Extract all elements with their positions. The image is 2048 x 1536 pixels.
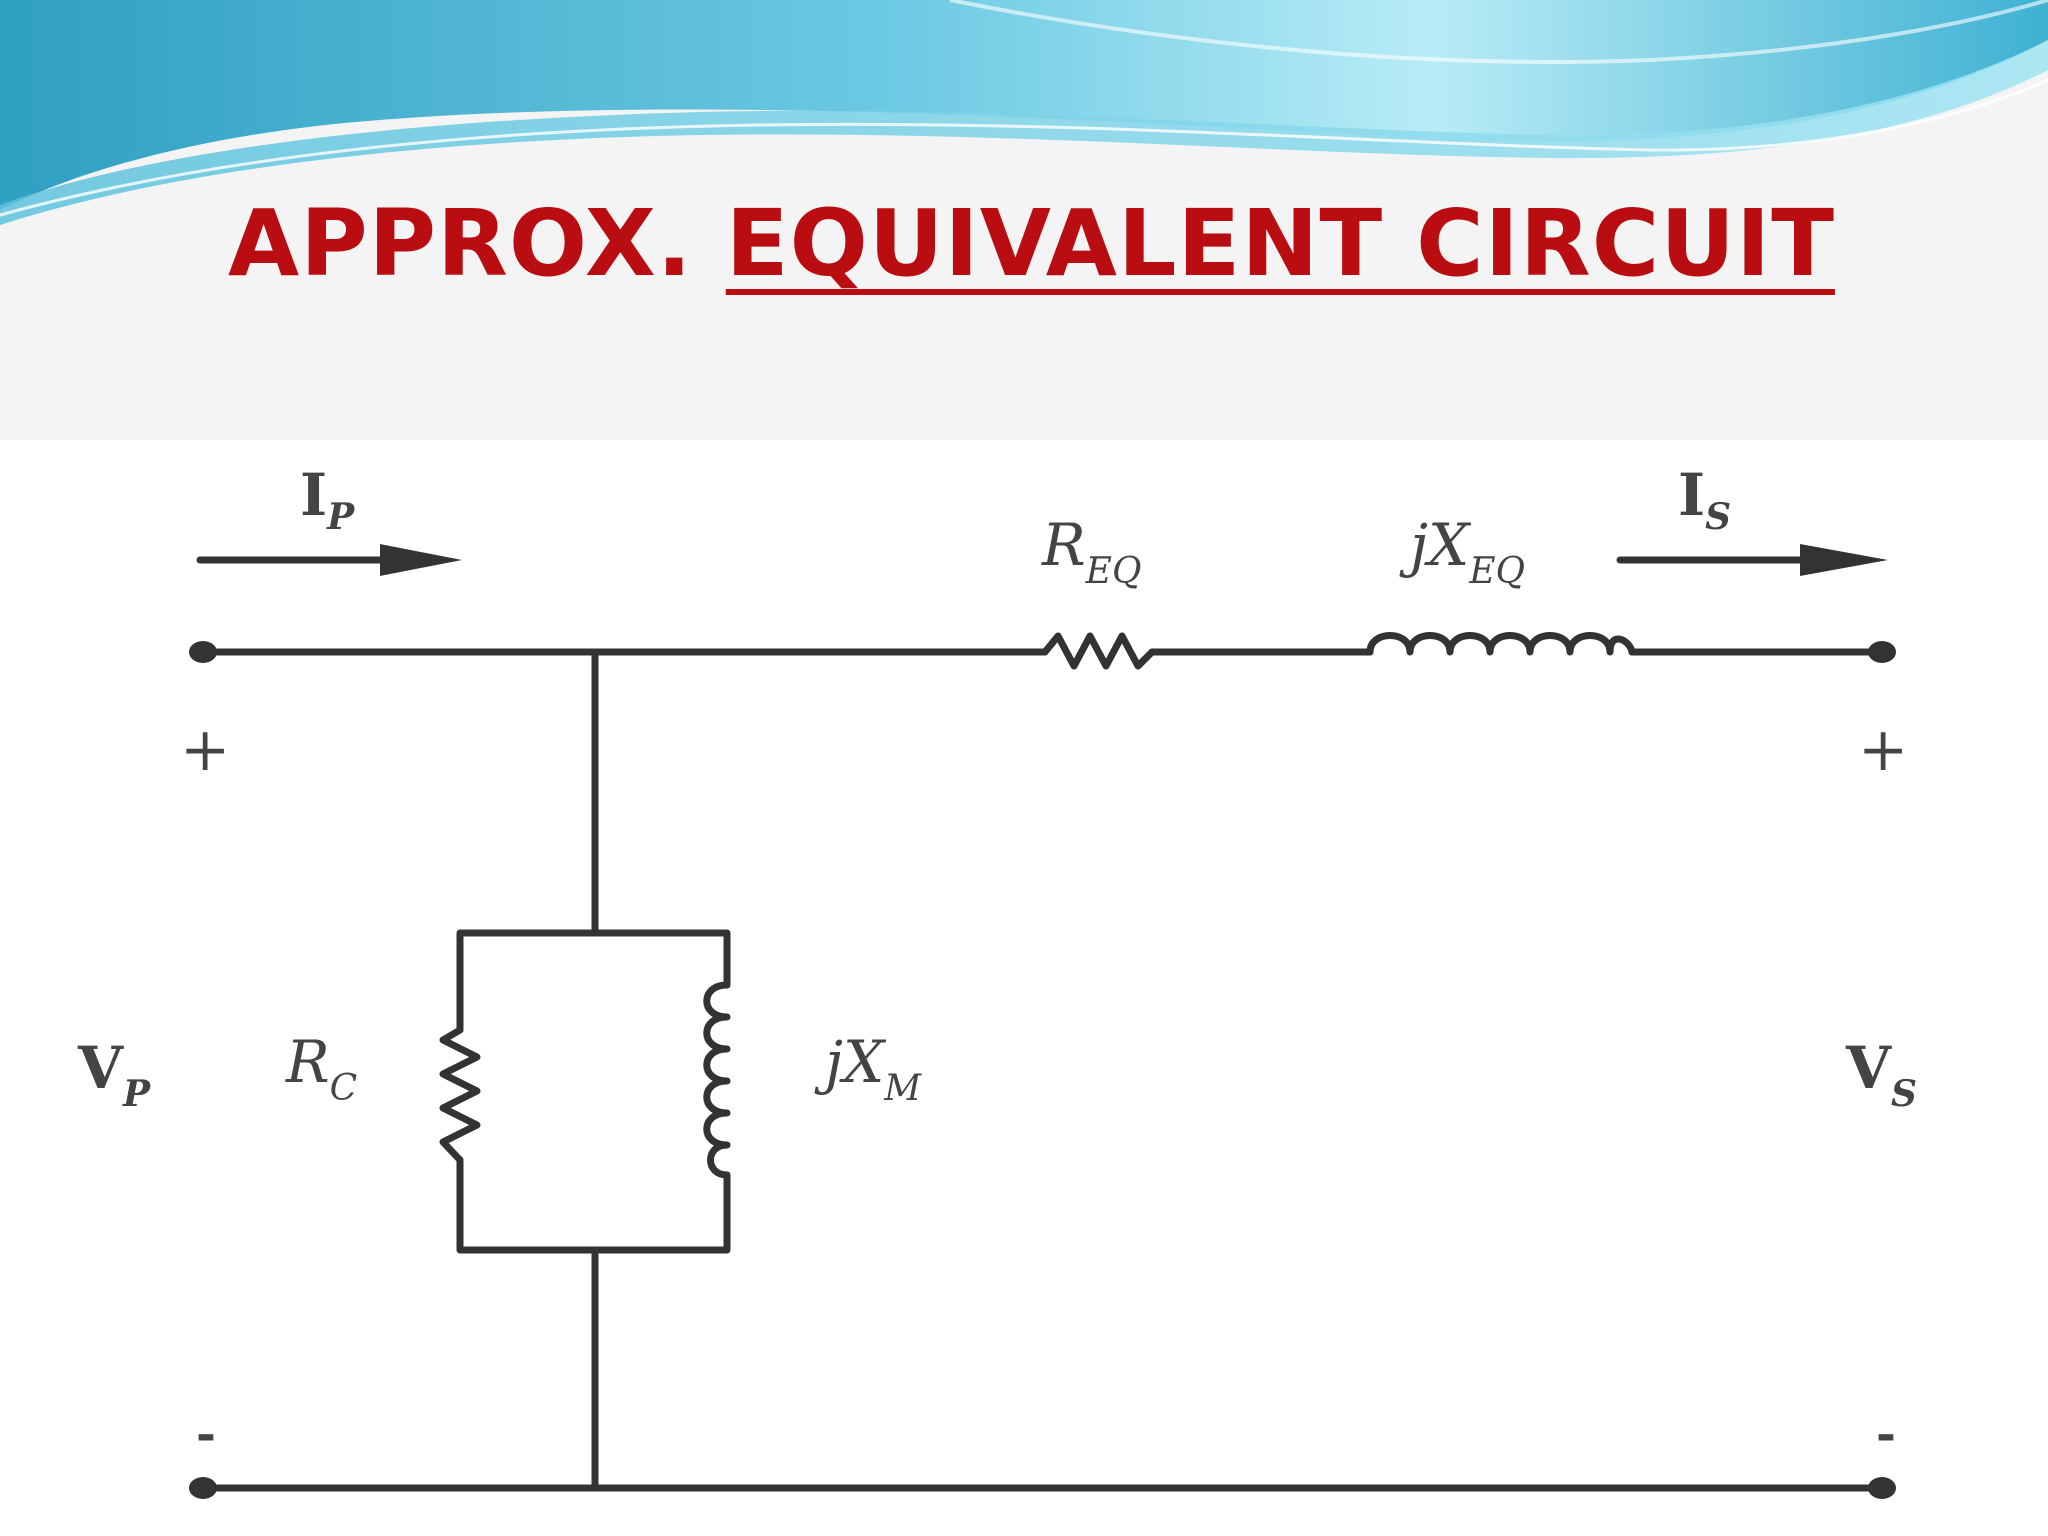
terminal-primary-top xyxy=(189,641,217,663)
label-series-reactance: jXEQ xyxy=(1399,511,1525,592)
plus-secondary: + xyxy=(1858,715,1908,785)
primary-current-arrowhead xyxy=(380,544,462,576)
series-resistor xyxy=(1041,632,1156,670)
shunt-branch-top xyxy=(456,929,731,1034)
label-magnetizing-reactance: jXM xyxy=(814,1028,922,1109)
minus-primary: - xyxy=(196,1406,216,1462)
label-primary-current: IP xyxy=(300,461,355,538)
shunt-branch-bottom xyxy=(456,1156,731,1254)
terminal-primary-bottom xyxy=(189,1477,217,1499)
minus-secondary: - xyxy=(1876,1406,1896,1462)
label-secondary-voltage: VS xyxy=(1845,1034,1917,1115)
label-series-resistance: REQ xyxy=(1041,511,1141,592)
title-underlined: EQUIVALENT CIRCUIT xyxy=(725,190,1835,297)
title-prefix: APPROX. xyxy=(228,190,693,297)
core-loss-resistor xyxy=(439,1026,481,1164)
label-core-resistance: RC xyxy=(285,1028,357,1109)
circuit-diagram: IP IS REQ jXEQ RC jXM VP VS + + - - xyxy=(0,440,2048,1536)
terminal-secondary-top xyxy=(1868,641,1896,663)
secondary-current-arrowhead xyxy=(1800,544,1888,576)
label-primary-voltage: VP xyxy=(77,1034,151,1115)
label-secondary-current: IS xyxy=(1678,461,1731,538)
series-inductor xyxy=(1366,632,1636,656)
terminal-secondary-bottom xyxy=(1868,1477,1896,1499)
plus-primary: + xyxy=(180,715,230,785)
header-wave-decoration xyxy=(0,0,2048,225)
slide-title: APPROX. EQUIVALENT CIRCUIT xyxy=(228,190,1835,297)
magnetizing-inductor xyxy=(703,981,731,1179)
